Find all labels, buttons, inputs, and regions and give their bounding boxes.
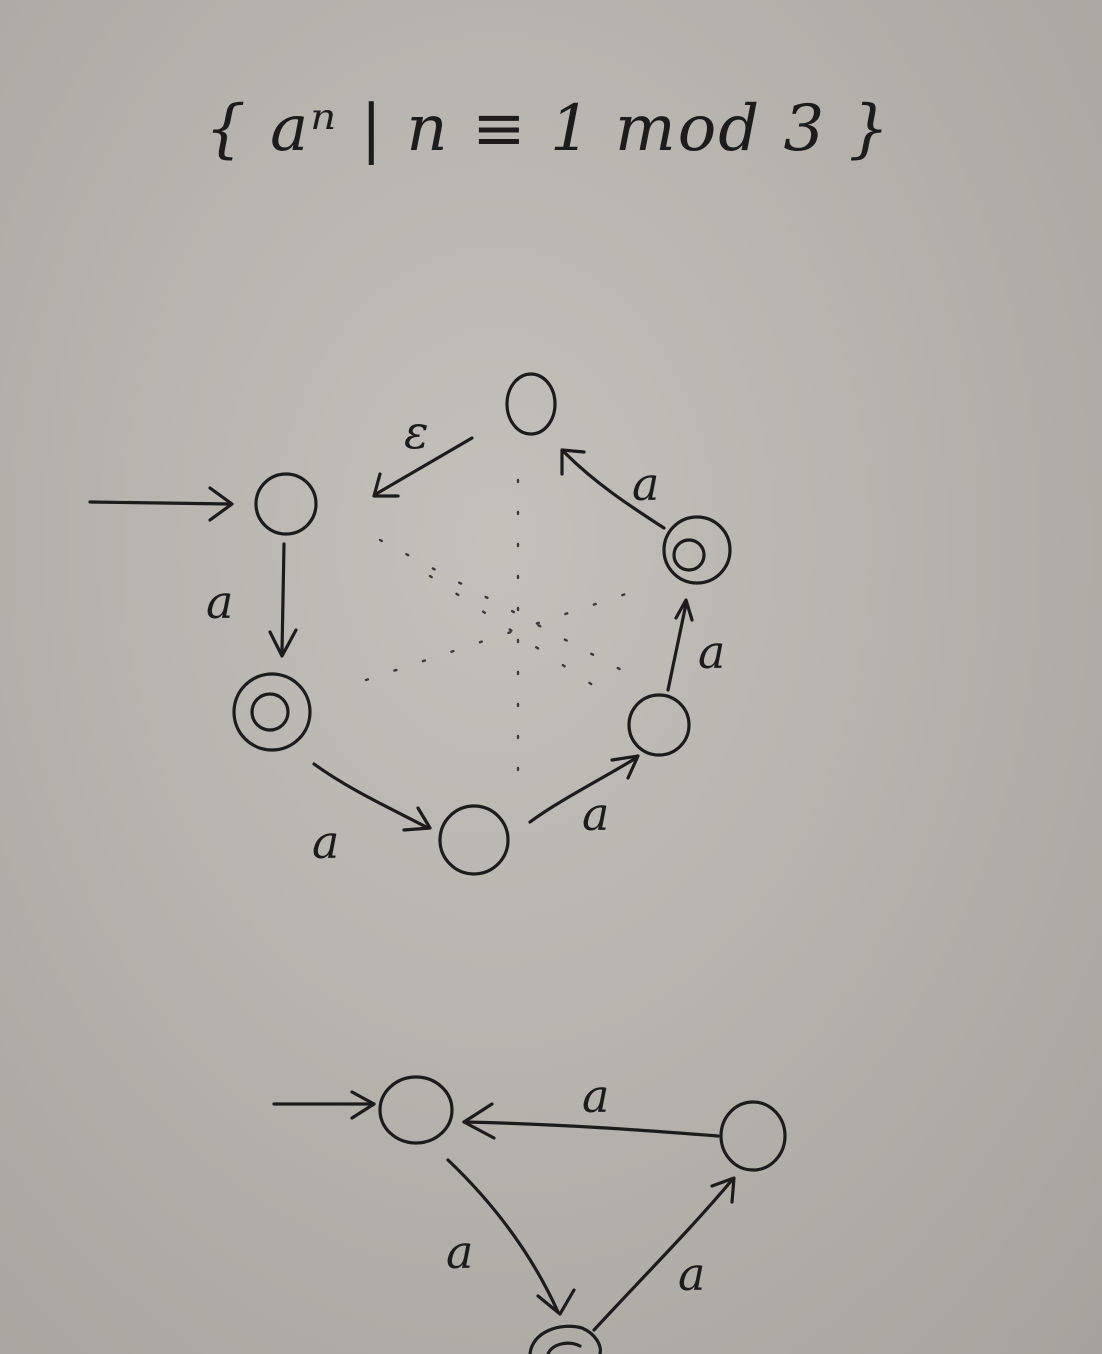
bottom-label-a-3: a xyxy=(678,1247,705,1301)
bottom-state-start xyxy=(378,1075,454,1145)
top-dotted-connections xyxy=(364,478,652,792)
top-edge-a-2 xyxy=(312,762,432,832)
bottom-start-arrow xyxy=(272,1090,376,1120)
bottom-automaton: a a a xyxy=(272,1069,787,1354)
top-label-a-5: a xyxy=(632,457,659,511)
title-set-notation: { aⁿ | n ≡ 1 mod 3 } xyxy=(205,92,891,166)
top-label-a-4: a xyxy=(698,625,725,679)
bottom-edge-a-3 xyxy=(592,1176,736,1332)
top-label-epsilon: ε xyxy=(404,405,429,459)
top-edge-a-4 xyxy=(666,598,694,692)
top-label-a-1: a xyxy=(206,575,233,629)
bottom-label-a-2: a xyxy=(446,1225,473,1279)
top-state-right-lower xyxy=(627,693,691,757)
bottom-state-right xyxy=(719,1100,787,1172)
top-label-a-2: a xyxy=(312,815,339,869)
top-start-arrow xyxy=(88,486,234,522)
bottom-edge-a-2 xyxy=(446,1158,576,1316)
top-label-a-3: a xyxy=(582,787,609,841)
top-state-top xyxy=(505,372,557,436)
bottom-state-accept xyxy=(528,1324,602,1354)
bottom-edge-a-1 xyxy=(462,1102,720,1140)
bottom-label-a-1: a xyxy=(582,1069,609,1123)
top-state-bottom xyxy=(438,804,510,876)
top-state-accept-right xyxy=(662,515,732,585)
top-state-accept-left xyxy=(232,672,312,752)
top-edge-a-3 xyxy=(528,754,640,824)
top-edge-a-1 xyxy=(268,542,298,658)
top-automaton: ε a a a a a xyxy=(88,372,732,876)
top-edge-epsilon xyxy=(372,436,474,498)
top-edge-a-5 xyxy=(560,448,666,530)
top-state-start xyxy=(254,472,318,536)
